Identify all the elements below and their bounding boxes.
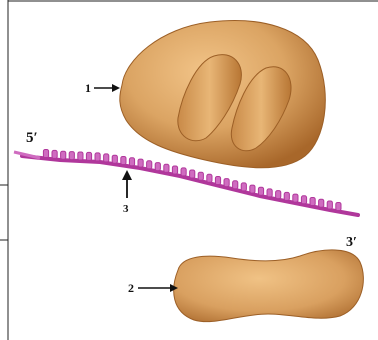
- mrna-base: [95, 153, 100, 161]
- label-3: 3: [123, 203, 129, 215]
- mrna-base: [78, 152, 83, 160]
- mrna-strand: [14, 150, 358, 216]
- mrna-base: [112, 155, 117, 163]
- mrna-base: [104, 154, 109, 162]
- mrna-base: [190, 170, 195, 178]
- mrna-base: [327, 201, 332, 209]
- mrna-base: [198, 172, 203, 180]
- mrna-base: [52, 150, 57, 158]
- mrna-base: [250, 185, 255, 193]
- mrna-base: [164, 164, 169, 172]
- mrna-base: [138, 159, 143, 167]
- mrna-base: [267, 189, 272, 197]
- arrow-3: [122, 170, 132, 198]
- mrna-base: [276, 191, 281, 199]
- mrna-base: [129, 158, 134, 166]
- mrna-base: [207, 174, 212, 182]
- mrna-base: [301, 196, 306, 204]
- small-subunit: [174, 250, 364, 322]
- label-5-prime: 5′: [26, 130, 38, 146]
- mrna-base: [121, 157, 126, 165]
- mrna-base: [215, 177, 220, 185]
- label-1: 1: [85, 81, 91, 95]
- mrna-base: [258, 187, 263, 195]
- mrna-base: [241, 183, 246, 191]
- mrna-base: [181, 168, 186, 176]
- mrna-base: [172, 166, 177, 174]
- mrna-base: [69, 152, 74, 160]
- mrna-base: [147, 161, 152, 169]
- label-3-prime: 3′: [346, 235, 357, 250]
- mrna-base: [43, 150, 48, 158]
- mrna-base: [86, 152, 91, 160]
- mrna-base: [224, 179, 229, 187]
- mrna-base: [310, 198, 315, 206]
- mrna-base: [284, 192, 289, 200]
- mrna-base: [61, 151, 66, 159]
- mrna-base: [319, 199, 324, 207]
- label-2: 2: [128, 281, 134, 295]
- arrow-1: [94, 84, 120, 92]
- large-subunit: [120, 21, 326, 168]
- mrna-base: [233, 181, 238, 189]
- mrna-base: [293, 194, 298, 202]
- arrow-2: [138, 284, 178, 292]
- mrna-base: [336, 203, 341, 211]
- mrna-base: [155, 163, 160, 171]
- mrna-backbone: [22, 156, 358, 215]
